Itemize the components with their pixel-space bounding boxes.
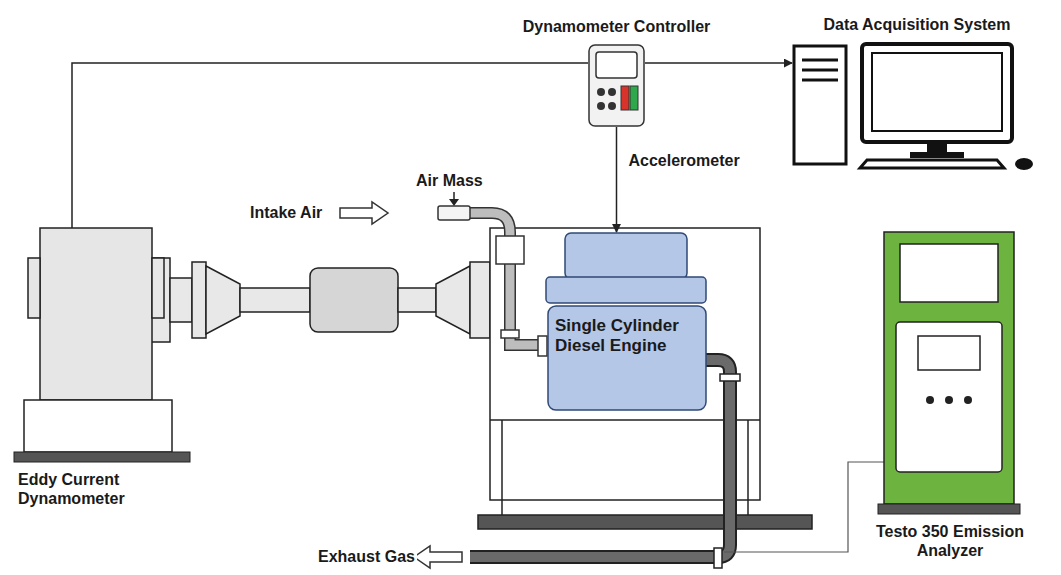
shaft-coupling [150,258,490,342]
intake-arrow [340,202,388,224]
edge-label: Accelerometer [627,152,742,170]
part-label: Exhaust Gas [316,548,417,566]
intake-pipe [470,213,547,356]
part-label: Intake Air [248,204,324,222]
equipment-node: Single Cylinder Diesel Engine [545,232,709,412]
equipment-node: Testo 350 Emission Analyzer [878,232,1022,516]
exhaust-arrow [414,546,462,568]
signal-line [72,63,588,228]
air-mass-sensor [438,192,470,220]
equipment-drawing [14,228,192,464]
node-heading: Dynamometer Controller [507,17,727,36]
node-heading: Single Cylinder Diesel Engine [555,316,699,357]
equipment-node: Dynamometer Controller [588,44,645,127]
node-heading: Eddy Current Dynamometer [18,470,178,508]
sample-line [724,462,885,552]
equipment-node: Data Acquisition System [792,42,1042,170]
signal-line [645,62,792,64]
engine-frame [478,228,812,529]
signal-line [616,127,618,232]
node-heading: Data Acquisition System [802,15,1032,34]
node-heading: Testo 350 Emission Analyzer [862,522,1038,560]
equipment-drawing [588,44,645,127]
equipment-drawing [878,232,1022,516]
part-label: Air Mass [414,172,485,190]
equipment-drawing [792,42,1042,170]
equipment-node: Eddy Current Dynamometer [14,228,192,464]
